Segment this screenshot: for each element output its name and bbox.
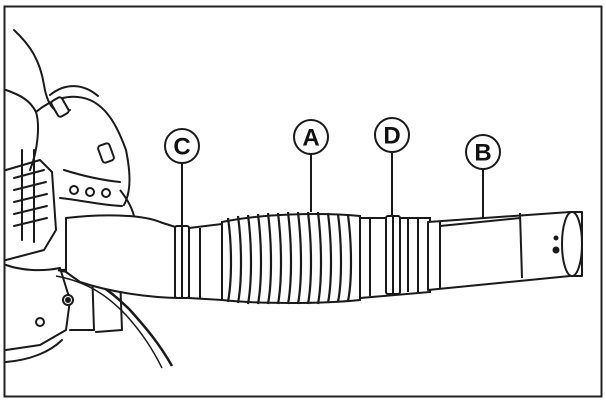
callout-a: A <box>293 119 329 155</box>
figure-frame <box>3 5 603 398</box>
leader-lines <box>181 152 484 226</box>
housing-fasteners <box>35 96 115 327</box>
straight-section-1 <box>188 222 223 302</box>
nozzle-b <box>427 211 583 291</box>
callout-c-label: C <box>173 134 190 161</box>
collar-d <box>385 215 419 295</box>
callout-b: B <box>465 134 501 170</box>
callout-c: C <box>164 128 200 164</box>
callout-a-label: A <box>302 125 319 152</box>
callout-b-label: B <box>474 140 491 167</box>
flex-tube-a <box>221 211 361 305</box>
collar-c <box>174 225 190 299</box>
callout-d: D <box>374 117 410 153</box>
callout-d-label: D <box>383 123 400 150</box>
